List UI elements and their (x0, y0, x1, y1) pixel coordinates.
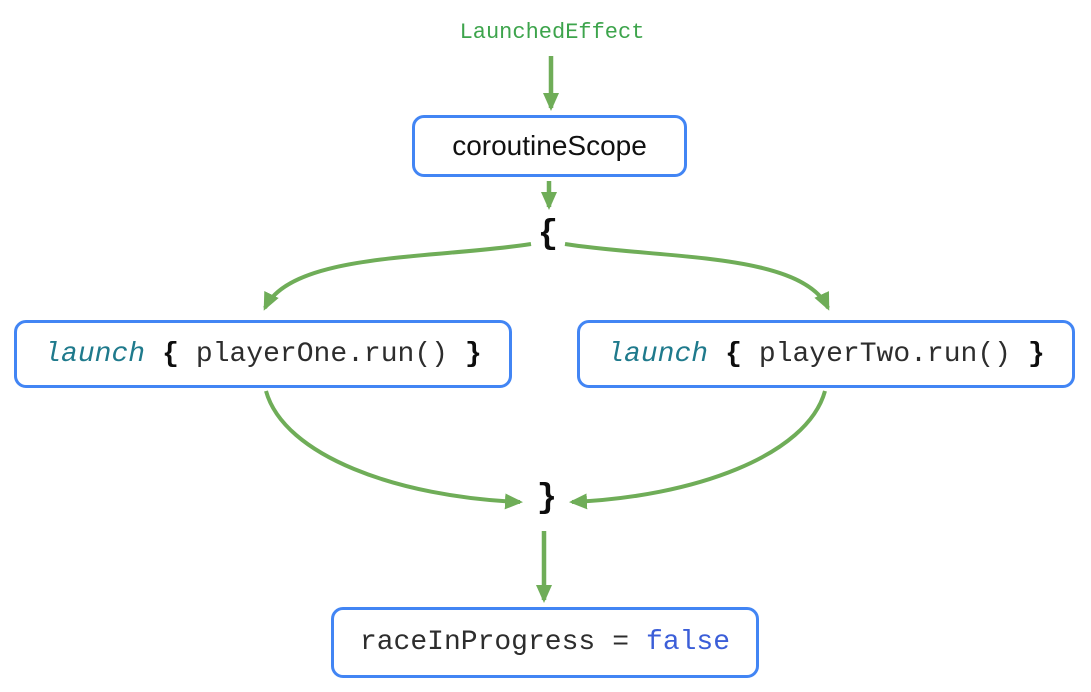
scope-close-brace: } (536, 480, 558, 518)
launch-keyword: launch (607, 338, 709, 370)
open-brace-token: { (725, 338, 742, 370)
arrow-branch-left-curve (263, 242, 532, 311)
race-in-progress-identifier: raceInProgress (359, 627, 596, 658)
coroutine-scope-label: coroutineScope (452, 130, 647, 161)
launch-player-one-code: launch { playerOne.run() } (44, 339, 482, 370)
close-brace-token: } (464, 338, 482, 370)
launched-effect-label: LaunchedEffect (459, 20, 645, 45)
arrow-merge-right-curve (569, 390, 827, 510)
false-value: false (646, 627, 731, 658)
race-in-progress-code: raceInProgress = false (360, 627, 730, 658)
launch-keyword: launch (44, 338, 146, 370)
close-brace-token: } (1027, 338, 1045, 370)
arrow-merge-left-curve (264, 390, 523, 510)
launch-player-one-node: launch { playerOne.run() } (14, 320, 512, 388)
race-in-progress-node: raceInProgress = false (331, 607, 759, 678)
player-one-call: playerOne.run() (195, 338, 448, 370)
arrow-branch-right-curve (564, 242, 830, 311)
scope-open-brace: { (537, 216, 559, 254)
launch-player-two-node: launch { playerTwo.run() } (577, 320, 1075, 388)
assignment-operator: = (612, 627, 630, 658)
coroutine-scope-node: coroutineScope (412, 115, 687, 177)
player-two-call: playerTwo.run() (758, 338, 1011, 370)
open-brace-token: { (162, 338, 179, 370)
launch-player-two-code: launch { playerTwo.run() } (607, 339, 1045, 370)
